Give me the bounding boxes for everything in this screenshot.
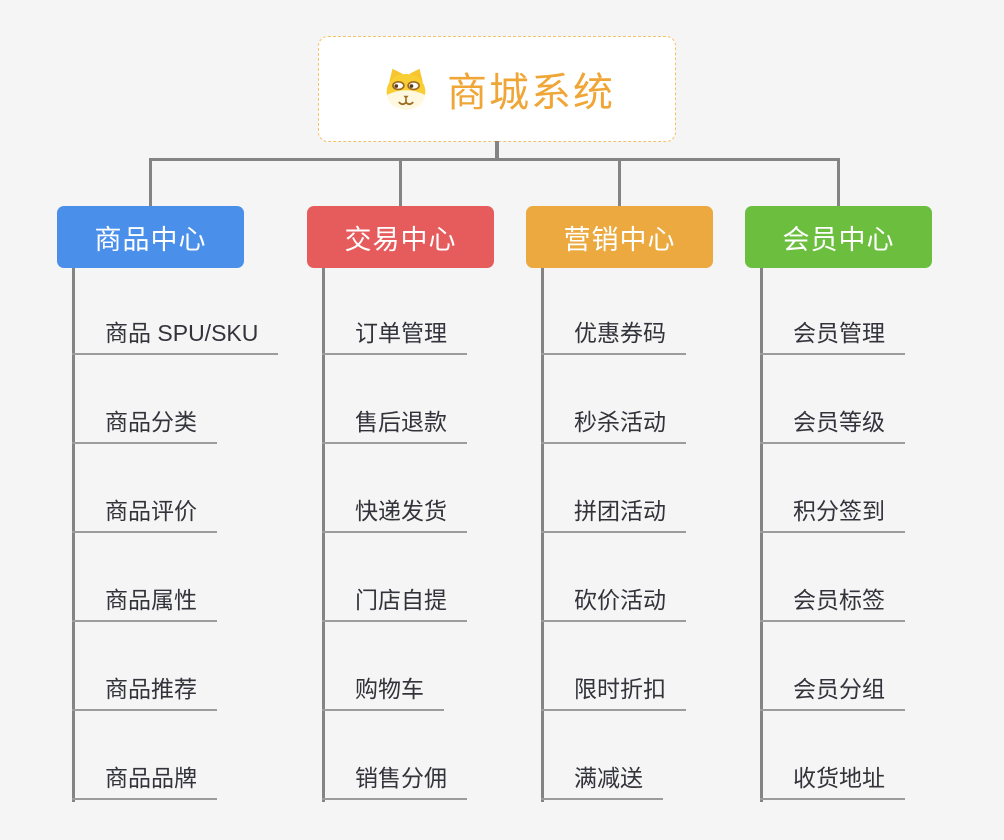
leaf-topic-label: 商品属性 xyxy=(105,587,197,613)
leaf-topic[interactable]: 限时折扣 xyxy=(541,677,686,711)
leaf-topic-label: 积分签到 xyxy=(793,498,885,524)
leaf-topic-label: 售后退款 xyxy=(355,409,447,435)
connector-drop xyxy=(618,158,621,206)
root-topic[interactable]: 商城系统 xyxy=(318,36,676,142)
leaf-topic[interactable]: 商品评价 xyxy=(72,499,217,533)
connector-rail xyxy=(149,158,839,161)
leaf-topic-label: 购物车 xyxy=(355,676,424,702)
leaf-topic[interactable]: 拼团活动 xyxy=(541,499,686,533)
leaf-topic-label: 满减送 xyxy=(574,765,643,791)
leaf-topic[interactable]: 商品推荐 xyxy=(72,677,217,711)
leaf-topic-label: 快递发货 xyxy=(355,498,447,524)
doge-icon xyxy=(386,68,426,110)
branch-topic-label: 会员中心 xyxy=(782,224,895,255)
leaf-topic-label: 优惠券码 xyxy=(574,320,666,346)
leaf-topic[interactable]: 快递发货 xyxy=(322,499,467,533)
leaf-topic[interactable]: 销售分佣 xyxy=(322,766,467,800)
branch-1: 交易中心订单管理售后退款快递发货门店自提购物车销售分佣 xyxy=(307,158,494,806)
leaf-topic-label: 会员等级 xyxy=(793,409,885,435)
leaf-topic[interactable]: 商品分类 xyxy=(72,410,217,444)
leaf-topic-label: 订单管理 xyxy=(355,320,447,346)
leaf-topic[interactable]: 售后退款 xyxy=(322,410,467,444)
branch-topic-label: 商品中心 xyxy=(94,224,207,255)
branch-2: 营销中心优惠券码秒杀活动拼团活动砍价活动限时折扣满减送 xyxy=(526,158,713,806)
leaf-topic[interactable]: 会员等级 xyxy=(760,410,905,444)
leaf-topic[interactable]: 商品属性 xyxy=(72,588,217,622)
leaf-topic[interactable]: 订单管理 xyxy=(322,321,467,355)
leaf-topic-label: 收货地址 xyxy=(793,765,885,791)
leaf-topic[interactable]: 商品 SPU/SKU xyxy=(72,320,279,355)
branch-trunk-line xyxy=(760,268,763,802)
branch-0: 商品中心商品 SPU/SKU 商品分类商品评价商品属性商品推荐商品品牌 xyxy=(57,158,279,806)
leaf-topic[interactable]: 商品品牌 xyxy=(72,766,217,800)
leaf-topic[interactable]: 购物车 xyxy=(322,677,444,711)
connector-drop xyxy=(399,158,402,206)
connector-stem xyxy=(495,141,499,161)
leaf-topic-label: 会员管理 xyxy=(793,320,885,346)
leaf-topic[interactable]: 会员标签 xyxy=(760,588,905,622)
branch-trunk-line xyxy=(72,268,75,802)
leaf-topic[interactable]: 砍价活动 xyxy=(541,588,686,622)
branch-trunk-line xyxy=(541,268,544,802)
branch-3: 会员中心会员管理会员等级积分签到会员标签会员分组收货地址 xyxy=(745,158,932,806)
connector-drop xyxy=(837,158,840,206)
leaf-topic[interactable]: 收货地址 xyxy=(760,766,905,800)
leaf-topic-label: 拼团活动 xyxy=(574,498,666,524)
leaf-topic-label: 商品评价 xyxy=(105,498,197,524)
leaf-topic[interactable]: 门店自提 xyxy=(322,588,467,622)
branch-topic-label: 交易中心 xyxy=(344,224,457,255)
leaf-topic-label: 砍价活动 xyxy=(574,587,666,613)
leaf-topic-label: 销售分佣 xyxy=(355,765,447,791)
leaf-topic[interactable]: 会员分组 xyxy=(760,677,905,711)
leaf-topic-label: 会员标签 xyxy=(793,587,885,613)
leaf-topic-label: 商品推荐 xyxy=(105,676,197,702)
leaf-topic-label: 会员分组 xyxy=(793,676,885,702)
leaf-topic[interactable]: 满减送 xyxy=(541,766,663,800)
leaf-topic-label: 商品 SPU/SKU xyxy=(105,320,259,346)
branch-topic[interactable]: 交易中心 xyxy=(307,206,494,268)
leaf-topic[interactable]: 优惠券码 xyxy=(541,321,686,355)
branch-trunk-line xyxy=(322,268,325,802)
connector-drop xyxy=(149,158,152,206)
leaf-topic-label: 门店自提 xyxy=(355,587,447,613)
leaf-topic-label: 商品品牌 xyxy=(105,765,197,791)
branch-topic[interactable]: 营销中心 xyxy=(526,206,713,268)
leaf-topic-label: 限时折扣 xyxy=(574,676,666,702)
root-topic-label: 商城系统 xyxy=(447,71,615,115)
branch-topic[interactable]: 商品中心 xyxy=(57,206,244,268)
leaf-topic[interactable]: 秒杀活动 xyxy=(541,410,686,444)
leaf-topic-label: 秒杀活动 xyxy=(574,409,666,435)
leaf-topic-label: 商品分类 xyxy=(105,409,197,435)
leaf-topic[interactable]: 积分签到 xyxy=(760,499,905,533)
branch-topic[interactable]: 会员中心 xyxy=(745,206,932,268)
branch-topic-label: 营销中心 xyxy=(563,224,676,255)
leaf-topic[interactable]: 会员管理 xyxy=(760,321,905,355)
